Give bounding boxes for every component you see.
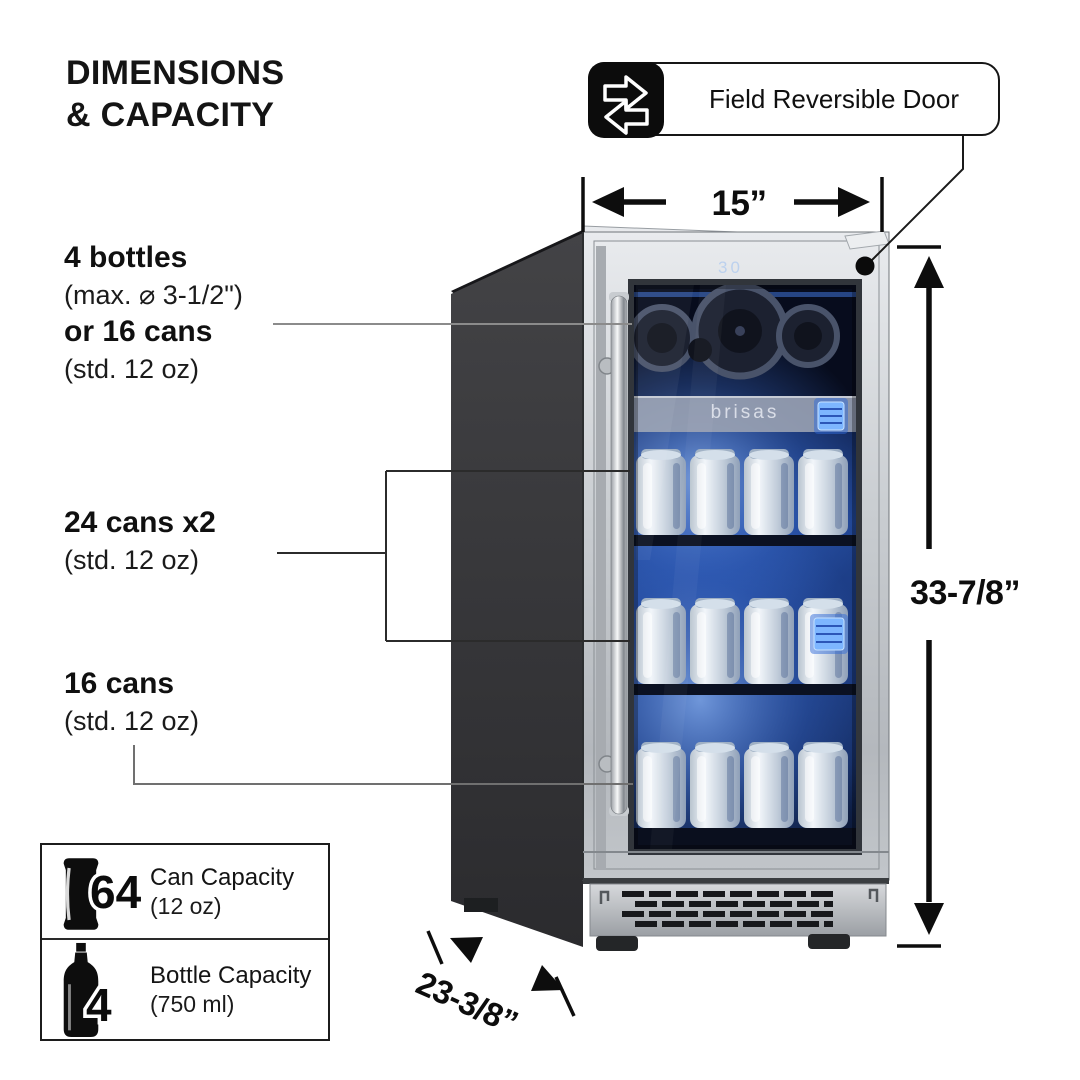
can-capacity-label: Can Capacity [150, 864, 295, 891]
door-handle [596, 246, 629, 870]
brand-logo-text: brisas [710, 402, 780, 423]
interior-scene [634, 285, 856, 849]
bottles-line4: (std. 12 oz) [64, 354, 200, 384]
bottles-line3: or 16 cans [64, 315, 213, 348]
bottle-capacity-sub: (750 ml) [150, 991, 235, 1017]
swap-arrows-icon [588, 62, 664, 138]
kickplate [589, 883, 887, 937]
badge-leader-line [855, 136, 964, 276]
bottom-shelf-line1: 16 cans [64, 667, 175, 700]
middle-shelves-label: 24 cans x2 (std. 12 oz) [64, 504, 216, 578]
beverage-cooler-illustration [451, 225, 890, 951]
capacity-panel: 64 64 Can Capacity (12 oz) 4 4 Bottle Ca… [40, 843, 330, 1041]
bottle-icon: 4 4 [56, 940, 150, 1039]
bottle-capacity-label: Bottle Capacity [150, 962, 312, 989]
bottle-capacity-row: 4 4 Bottle Capacity (750 ml) [42, 940, 328, 1039]
can-capacity-row: 64 64 Can Capacity (12 oz) [42, 845, 328, 940]
depth-dimension-graphic [426, 930, 576, 1017]
height-dimension-value: 33-7/8” [910, 574, 1020, 612]
temperature-display: 30 [718, 258, 743, 277]
middle-shelves-line1: 24 cans x2 [64, 506, 216, 539]
can-icon: 64 64 [56, 845, 150, 938]
kickplate-clip-right [868, 888, 879, 902]
bottle-bottoms [634, 285, 840, 380]
page-title-line1: DIMENSIONS [66, 54, 285, 92]
feature-badge: Field Reversible Door [588, 62, 1000, 138]
feature-badge-label: Field Reversible Door [709, 83, 959, 114]
height-dimension-graphic [897, 245, 944, 948]
cabinet-rear-foot [464, 898, 498, 912]
middle-shelves-line2: (std. 12 oz) [64, 545, 200, 575]
led-panel-lower [810, 614, 848, 654]
label-connectors [133, 323, 633, 785]
page-title-line2: & CAPACITY [66, 96, 275, 134]
vent-grille [622, 891, 833, 927]
width-dimension-graphic [581, 177, 884, 232]
marker-dot [855, 256, 875, 276]
can-rows [634, 449, 856, 849]
bottles-line1: 4 bottles [64, 241, 188, 274]
kickplate-clip-left [599, 890, 610, 904]
bottom-shelf-label: 16 cans (std. 12 oz) [64, 665, 199, 739]
cabinet-side-panel [451, 233, 583, 947]
bottle-count: 4 4 [83, 979, 115, 1032]
bottles-line2: (max. ⌀ 3-1/2") [64, 280, 243, 310]
bottles-capacity-label: 4 bottles (max. ⌀ 3-1/2") or 16 cans (st… [64, 239, 243, 387]
can-capacity-sub: (12 oz) [150, 893, 222, 919]
width-dimension-value: 15” [711, 184, 767, 223]
led-panel-upper [814, 398, 848, 434]
can-count: 64 64 [86, 866, 144, 919]
bottom-shelf-connector [133, 745, 633, 785]
door-frame-bevel [593, 240, 880, 870]
bottom-shelf-line2: (std. 12 oz) [64, 706, 200, 736]
foot-left [596, 936, 638, 951]
door-kick-gap [583, 878, 889, 884]
foot-right [808, 934, 850, 949]
page-title: DIMENSIONS & CAPACITY [66, 52, 284, 136]
middle-shelves-bracket [277, 470, 630, 642]
